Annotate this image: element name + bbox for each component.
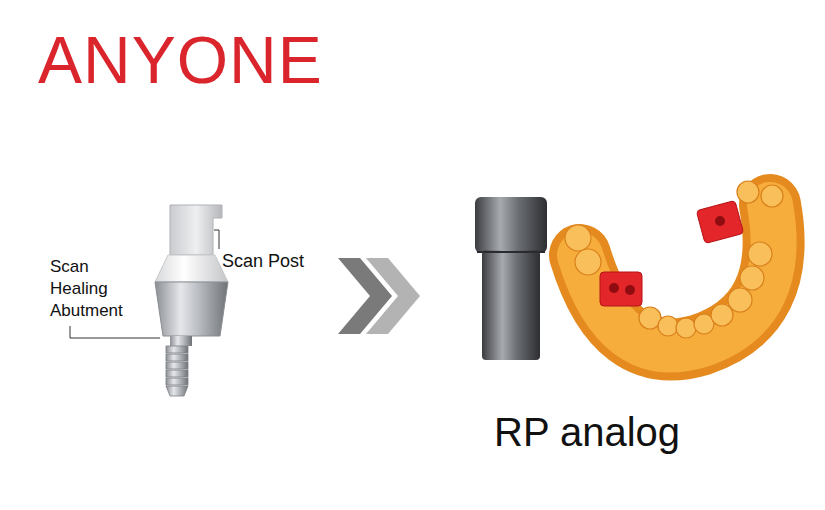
analog-figure [475, 197, 547, 360]
abutment-figure [155, 205, 228, 396]
part-label: Scan Healing Abutment [50, 256, 138, 322]
chevron-arrow [338, 258, 420, 334]
figure-label: RP analog [494, 408, 754, 456]
brand-logo: ANYONE [38, 22, 323, 98]
leader-line [214, 230, 219, 249]
dental-model [565, 181, 783, 349]
leader-line [70, 326, 160, 338]
part-label: Scan Post [222, 250, 332, 272]
